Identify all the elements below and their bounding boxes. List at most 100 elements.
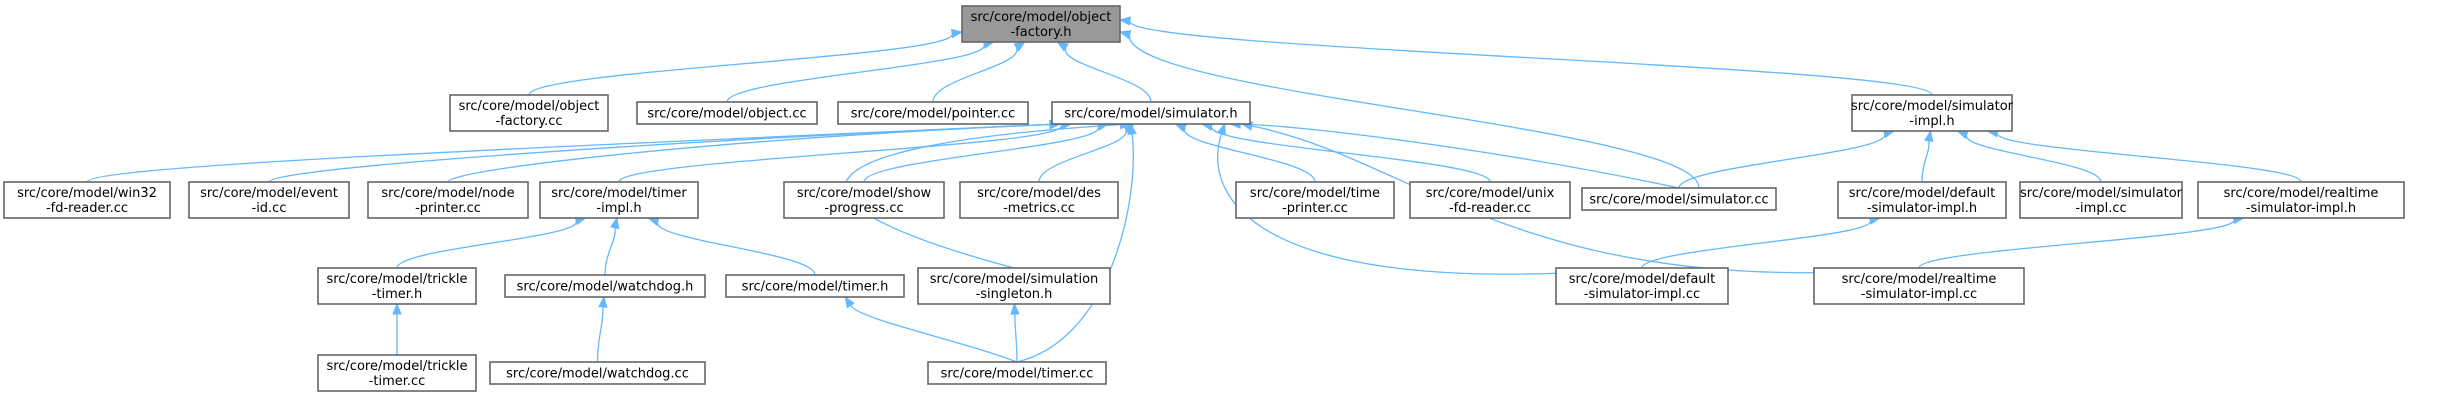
edge-line	[86, 123, 1051, 183]
node-label-line: -factory.h	[1011, 25, 1072, 40]
node-label-line: src/core/model/simulator	[1851, 99, 2014, 114]
node-box	[1837, 181, 2007, 219]
edge-line	[1038, 128, 1127, 183]
arrowhead	[950, 28, 964, 39]
edge-line	[1217, 133, 1643, 275]
node-label-line: -singleton.h	[976, 287, 1053, 302]
node-default-simulator-impl-cc[interactable]: src/core/model/default-simulator-impl.cc	[1555, 267, 1729, 305]
node-label-line: -fd-reader.cc	[1449, 201, 1531, 216]
edge-line	[1129, 20, 1933, 96]
node-label-line: src/core/model/time	[1250, 186, 1380, 201]
node-simulator-impl-cc[interactable]: src/core/model/simulator-impl.cc	[2019, 181, 2183, 219]
edge-simulator-h-to-object-factory-h	[1056, 41, 1152, 103]
edge-line	[396, 220, 577, 269]
node-label-line: src/core/model/object.cc	[647, 107, 806, 122]
node-time-printer-cc[interactable]: src/core/model/time-printer.cc	[1235, 181, 1395, 219]
node-box	[917, 267, 1111, 305]
node-label-line: src/core/model/win32	[17, 186, 157, 201]
edge-line	[1996, 132, 2302, 183]
node-label-line: -id.cc	[252, 201, 287, 216]
edge-timer-impl-h-to-simulator-h	[618, 120, 1073, 183]
node-label-line: src/core/model/timer.h	[742, 280, 889, 295]
node-simulator-h[interactable]: src/core/model/simulator.h	[1051, 101, 1251, 125]
node-box	[1409, 181, 1571, 219]
node-event-id-cc[interactable]: src/core/model/event-id.cc	[188, 181, 350, 219]
node-timer-h[interactable]: src/core/model/timer.h	[725, 274, 905, 298]
arrowhead	[1924, 129, 1934, 143]
edge-time-printer-cc-to-simulator-h	[1174, 123, 1316, 183]
node-label-line: src/core/model/event	[200, 186, 338, 201]
edge-line	[1184, 127, 1316, 183]
node-object-cc[interactable]: src/core/model/object.cc	[636, 101, 818, 125]
edge-line	[1966, 134, 2102, 183]
node-realtime-simulator-impl-cc[interactable]: src/core/model/realtime-simulator-impl.c…	[1813, 267, 2025, 305]
node-object-factory-h[interactable]: src/core/model/object-factory.h	[961, 5, 1121, 43]
edge-unix-fd-reader-cc-to-simulator-h	[1200, 121, 1491, 183]
edge-line	[863, 126, 1099, 183]
node-realtime-simulator-impl-h[interactable]: src/core/model/realtime-simulator-impl.h	[2197, 181, 2405, 219]
edge-object-factory-cc-to-object-factory-h	[528, 28, 964, 96]
node-timer-impl-h[interactable]: src/core/model/timer-impl.h	[539, 181, 699, 219]
edge-line	[604, 227, 616, 276]
node-box	[2019, 181, 2183, 219]
node-label-line: -printer.cc	[415, 201, 481, 216]
node-box	[1851, 94, 2013, 132]
node-box	[1051, 101, 1251, 125]
node-box	[449, 94, 609, 132]
edge-default-simulator-impl-cc-to-simulator-h	[1216, 122, 1643, 275]
node-box	[1581, 187, 1777, 211]
node-object-factory-cc[interactable]: src/core/model/object-factory.cc	[449, 94, 609, 132]
edge-line	[1678, 133, 1886, 189]
node-box	[959, 181, 1119, 219]
node-watchdog-cc[interactable]: src/core/model/watchdog.cc	[489, 361, 706, 385]
node-trickle-timer-h[interactable]: src/core/model/trickle-timer.h	[317, 267, 477, 305]
node-simulator-cc[interactable]: src/core/model/simulator.cc	[1581, 187, 1777, 211]
node-trickle-timer-cc[interactable]: src/core/model/trickle-timer.cc	[317, 354, 477, 392]
node-label-line: src/core/model/trickle	[326, 272, 467, 287]
edge-line	[1251, 125, 1920, 274]
node-unix-fd-reader-cc[interactable]: src/core/model/unix-fd-reader.cc	[1409, 181, 1571, 219]
edge-default-simulator-impl-cc-to-default-simulator-impl-h	[1641, 215, 1882, 269]
node-label-line: -simulator-impl.h	[2246, 201, 2356, 216]
node-box	[2197, 181, 2405, 219]
node-box	[317, 267, 477, 305]
node-simulation-singleton-h[interactable]: src/core/model/simulation-singleton.h	[917, 267, 1111, 305]
node-node-printer-cc[interactable]: src/core/model/node-printer.cc	[367, 181, 529, 219]
node-label-line: -metrics.cc	[1003, 201, 1075, 216]
node-label-line: src/core/model/timer	[551, 186, 687, 201]
node-box	[636, 101, 818, 125]
edge-line	[850, 304, 1018, 363]
edge-line	[1016, 133, 1134, 363]
node-simulator-impl-h[interactable]: src/core/model/simulator-impl.h	[1851, 94, 2014, 132]
node-box	[367, 181, 529, 219]
node-label-line: src/core/model/simulation	[930, 272, 1099, 287]
node-default-simulator-impl-h[interactable]: src/core/model/default-simulator-impl.h	[1837, 181, 2007, 219]
edge-des-metrics-cc-to-simulator-h	[1038, 123, 1136, 183]
node-win32-fd-reader-cc[interactable]: src/core/model/win32-fd-reader.cc	[3, 181, 171, 219]
node-watchdog-h[interactable]: src/core/model/watchdog.h	[504, 274, 706, 298]
edge-line	[657, 220, 816, 276]
node-pointer-cc[interactable]: src/core/model/pointer.cc	[837, 101, 1029, 125]
node-box	[961, 5, 1121, 43]
node-label-line: -simulator-impl.h	[1867, 201, 1977, 216]
node-timer-cc[interactable]: src/core/model/timer.cc	[927, 361, 1107, 385]
edge-line	[1641, 219, 1871, 269]
node-box	[504, 274, 706, 298]
arrowhead	[1118, 16, 1131, 26]
edge-trickle-timer-h-to-timer-impl-h	[396, 216, 588, 269]
node-show-progress-cc[interactable]: src/core/model/show-progress.cc	[783, 181, 945, 219]
edge-simulator-cc-to-simulator-impl-h	[1678, 129, 1896, 189]
edge-line	[1918, 218, 2235, 269]
edge-line	[528, 32, 953, 96]
node-box	[783, 181, 945, 219]
edge-line	[618, 124, 1062, 183]
edge-simulator-cc-to-simulator-h	[1228, 119, 1680, 189]
edge-line	[932, 47, 1018, 103]
edge-line	[1128, 34, 1700, 189]
edge-line	[1921, 140, 1930, 183]
edge-timer-cc-to-simulation-singleton-h	[1010, 302, 1020, 363]
node-label-line: src/core/model/timer.cc	[941, 367, 1094, 382]
node-label-line: -impl.cc	[2075, 201, 2126, 216]
node-des-metrics-cc[interactable]: src/core/model/des-metrics.cc	[959, 181, 1119, 219]
node-label-line: -factory.cc	[495, 114, 562, 129]
